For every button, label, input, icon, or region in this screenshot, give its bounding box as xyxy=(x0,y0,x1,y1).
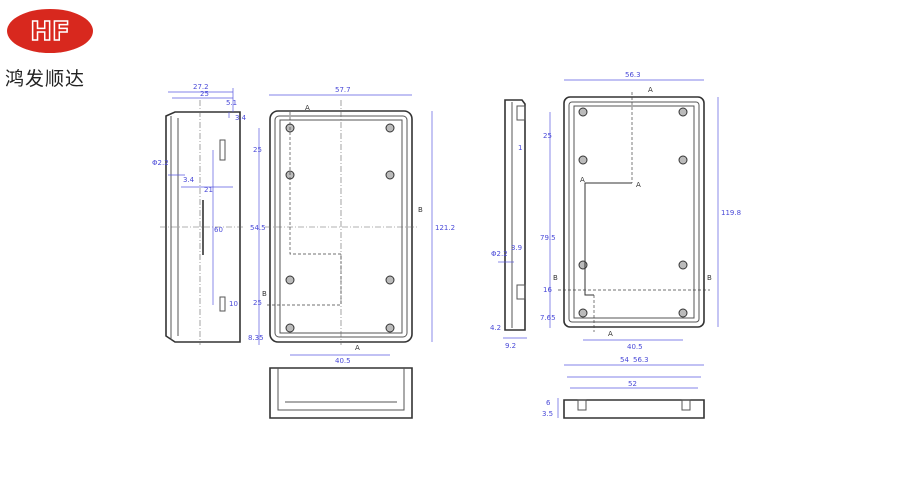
front-view: 57.7 25 54.5 25 8.35 40.5 121.2 A A B B xyxy=(248,86,455,365)
dim-label: 25 xyxy=(253,146,262,154)
dim-label: 56.3 xyxy=(625,71,641,79)
section-mark: A xyxy=(305,104,310,112)
screw-bosses xyxy=(285,123,395,333)
dim-label: 7.65 xyxy=(540,314,556,322)
dim-label: 1 xyxy=(518,144,522,152)
dim-label: 56.3 xyxy=(633,356,649,364)
section-mark: B xyxy=(418,206,423,214)
section-mark: A xyxy=(636,181,641,189)
dim-label: 3.5 xyxy=(542,410,553,418)
dim-label: 40.5 xyxy=(335,357,351,365)
dim-label: 54 xyxy=(620,356,629,364)
section-mark: B xyxy=(553,274,558,282)
dim-label: 52 xyxy=(628,380,637,388)
dim-label: 8.35 xyxy=(248,334,264,342)
dim-label: 54.5 xyxy=(250,224,266,232)
dim-label: Φ2.2 xyxy=(152,159,169,167)
screw-bosses xyxy=(578,107,688,318)
dim-label: 5.1 xyxy=(226,99,237,107)
dim-label: 9.2 xyxy=(505,342,516,350)
side-view-left: 27.2 25 5.1 3.4 Φ2.2 3.4 21 60 10 xyxy=(152,83,247,345)
dim-label: 79.5 xyxy=(540,234,556,242)
dim-label: 10 xyxy=(229,300,238,308)
section-mark: B xyxy=(262,290,267,298)
section-mark: A xyxy=(648,86,653,94)
dim-label: 119.8 xyxy=(721,209,741,217)
dim-label: 25 xyxy=(543,132,552,140)
dim-label: 27.2 xyxy=(193,83,209,91)
dim-label: 3.9 xyxy=(511,244,522,252)
front-section-view xyxy=(269,367,413,419)
section-mark: A xyxy=(608,330,613,338)
dim-label: 16 xyxy=(543,286,552,294)
section-mark: B xyxy=(707,274,712,282)
dim-label: 57.7 xyxy=(335,86,351,94)
side-view-right: Φ2.2 3.9 1 4.2 9.2 xyxy=(490,99,527,350)
dim-label: 21 xyxy=(204,186,213,194)
dim-label: 121.2 xyxy=(435,224,455,232)
dim-label: 25 xyxy=(200,90,209,98)
dim-label: Φ2.2 xyxy=(491,250,508,258)
brand-name: 鸿发顺达 xyxy=(5,68,86,90)
svg-text:HF: HF xyxy=(30,17,70,47)
hf-logo: HF xyxy=(7,9,93,53)
dim-label: 60 xyxy=(214,226,223,234)
dim-label: 25 xyxy=(253,299,262,307)
dim-label: 3.4 xyxy=(183,176,195,184)
back-view: 56.3 25 79.5 16 7.65 40.5 119.8 A A A A … xyxy=(540,71,741,351)
section-mark: A xyxy=(580,176,585,184)
back-section-view: 56.3 54 52 6 3.5 xyxy=(542,356,705,419)
dim-label: 3.4 xyxy=(235,114,247,122)
section-mark: A xyxy=(355,344,360,352)
dim-label: 40.5 xyxy=(627,343,643,351)
dim-label: 4.2 xyxy=(490,324,501,332)
dim-label: 6 xyxy=(546,399,551,407)
